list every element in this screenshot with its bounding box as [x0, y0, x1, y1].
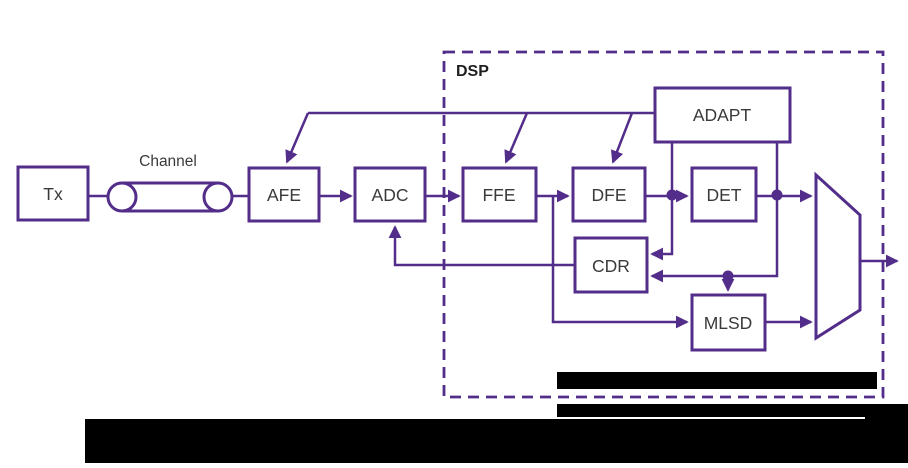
dfe-label: DFE	[592, 185, 627, 205]
adc-box	[353, 166, 427, 223]
afe-box	[247, 166, 321, 223]
channel-pipe-right-cap	[202, 181, 234, 213]
ffe-box	[461, 166, 538, 223]
cdr-label: CDR	[592, 256, 630, 276]
dsp-dashed-region	[442, 50, 885, 399]
block-adapt: ADAPT	[653, 86, 792, 144]
cdr-box	[573, 236, 649, 294]
mlsd-label: MLSD	[704, 313, 753, 333]
redaction-bottom-right-notch	[897, 438, 908, 463]
wire-adapt-to-dfe	[610, 112, 634, 164]
channel-symbol: Channel	[106, 153, 234, 213]
dsp-region-label: DSP	[456, 63, 489, 80]
redaction-bar-below-dsp	[557, 404, 908, 417]
dfe-box	[571, 166, 647, 223]
block-adc: ADC	[353, 166, 427, 223]
wire-ffe-tap-to-mlsd	[551, 196, 689, 329]
redaction-bar-bottom	[85, 419, 897, 463]
det-label: DET	[707, 185, 742, 205]
junction-dot-mlsd-branch	[722, 270, 734, 282]
wire-adapt-to-ffe	[504, 112, 529, 164]
det-box	[690, 166, 758, 223]
block-cdr: CDR	[573, 236, 649, 294]
wire-junction1-to-cdr	[650, 195, 674, 261]
tx-box	[16, 165, 90, 222]
mux-trapezoid	[814, 171, 862, 341]
block-tx: Tx	[16, 165, 90, 222]
redaction-bar-inside-dsp	[557, 372, 877, 389]
wire-junction2-to-cdr	[650, 195, 779, 283]
adapt-label: ADAPT	[693, 105, 752, 125]
adc-label: ADC	[372, 185, 409, 205]
ffe-label: FFE	[482, 185, 515, 205]
block-det: DET	[690, 166, 758, 223]
mlsd-box	[690, 293, 767, 352]
wire-cdr-to-adc	[388, 225, 575, 267]
afe-label: AFE	[267, 185, 301, 205]
adapt-box	[653, 86, 792, 144]
wire-adapt-to-afe	[285, 112, 310, 164]
block-ffe: FFE	[461, 166, 538, 223]
channel-label: Channel	[139, 153, 197, 170]
junction-dot-dfe-output	[666, 189, 678, 201]
channel-pipe-left-cap	[106, 181, 138, 213]
junction-dot-det-output	[771, 189, 783, 201]
tx-label: Tx	[43, 184, 63, 204]
block-afe: AFE	[247, 166, 321, 223]
block-mlsd: MLSD	[690, 293, 767, 352]
block-dfe: DFE	[571, 166, 647, 223]
